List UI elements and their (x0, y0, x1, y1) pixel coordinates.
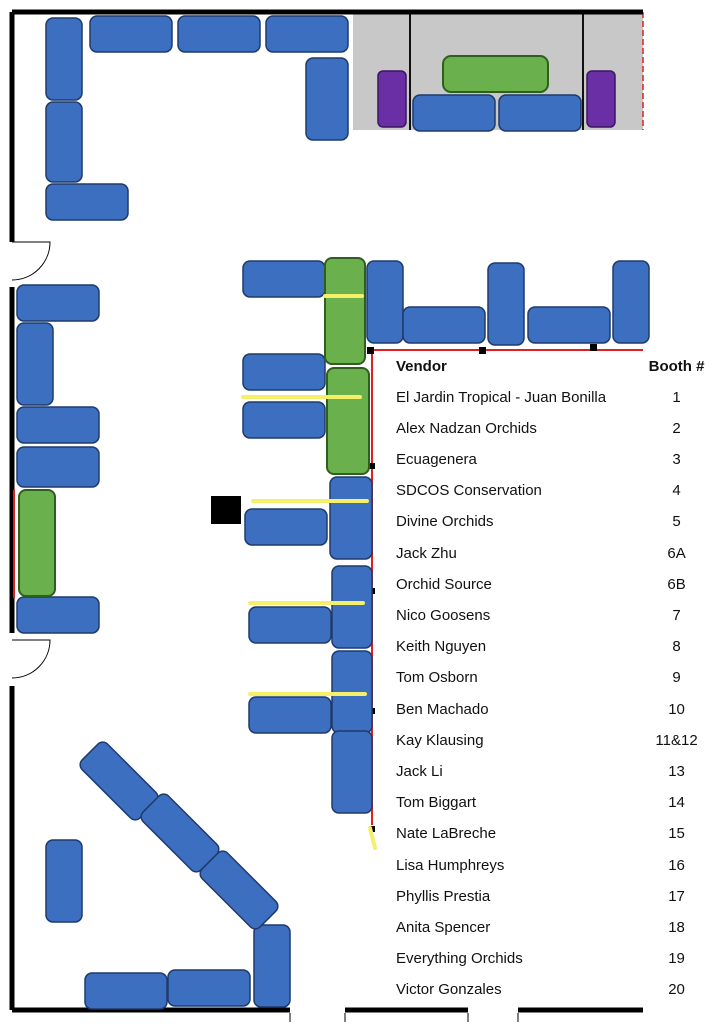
legend-row: SDCOS Conservation 4 (396, 477, 711, 505)
booth-number: 4 (672, 482, 681, 500)
podiums (377, 70, 616, 128)
booth-number: 11&12 (655, 731, 698, 749)
booth-number: 6A (667, 544, 686, 562)
booth-number: 9 (672, 669, 681, 687)
feature-tables (18, 55, 549, 597)
legend-row: El Jardin Tropical - Juan Bonilla 1 (396, 383, 711, 411)
vendor-name: Divine Orchids (396, 513, 494, 531)
vendor-name: Jack Zhu (396, 544, 457, 562)
legend-row: Ecuagenera 3 (396, 445, 711, 473)
vendor-name: Phyllis Prestia (396, 887, 491, 905)
pillar (211, 496, 241, 524)
legend-row: Ben Machado 10 (396, 695, 711, 723)
booth-number: 7 (672, 606, 681, 624)
vendor-name: Victor Gonzales (396, 981, 502, 999)
legend-row: Tom Biggart 14 (396, 789, 711, 817)
legend-row: Nico Goosens 7 (396, 601, 711, 629)
booth-number: 17 (668, 887, 685, 905)
legend-row: Nate LaBreche 15 (396, 820, 711, 848)
vendor-name: Tom Biggart (396, 794, 477, 812)
booth-number: 8 (672, 638, 681, 656)
vendor-name: Kay Klausing (396, 731, 484, 749)
legend-row: Divine Orchids 5 (396, 508, 711, 536)
vendor-name: Anita Spencer (396, 918, 491, 936)
booth-number: 14 (668, 794, 685, 812)
legend-row: Kay Klausing 11&12 (396, 726, 711, 754)
legend-row: Jack Zhu 6A (396, 539, 711, 567)
booth-column-header: Booth # (648, 357, 705, 375)
vendor-name: Nate LaBreche (396, 825, 497, 843)
legend-row: Everything Orchids 19 (396, 945, 711, 973)
booth-number: 2 (672, 419, 681, 437)
vendor-name: Orchid Source (396, 575, 492, 593)
vendor-name: Keith Nguyen (396, 638, 487, 656)
door-swing (11, 639, 51, 679)
legend-header: Vendor Booth # (396, 352, 711, 380)
door-swing (11, 241, 51, 281)
legend-row: Alex Nadzan Orchids 2 (396, 414, 711, 442)
vendor-name: Ecuagenera (396, 450, 477, 468)
legend-row: Jack Li 13 (396, 757, 711, 785)
vendor-name: Alex Nadzan Orchids (396, 419, 537, 437)
legend-row: Phyllis Prestia 17 (396, 882, 711, 910)
vendor-name: Jack Li (396, 762, 443, 780)
vendor-name: SDCOS Conservation (396, 482, 542, 500)
booth-number: 19 (668, 950, 685, 968)
booth-number: 3 (672, 450, 681, 468)
booth-number: 6B (667, 575, 686, 593)
legend-row: Tom Osborn 9 (396, 664, 711, 692)
vendor-name: Ben Machado (396, 700, 489, 718)
booth-number: 10 (668, 700, 685, 718)
vendor-tables (16, 15, 650, 1010)
booth-number: 16 (668, 856, 685, 874)
vendor-name: Everything Orchids (396, 950, 523, 968)
booth-number: 5 (672, 513, 681, 531)
legend-row: Keith Nguyen 8 (396, 633, 711, 661)
booth-number: 13 (668, 762, 685, 780)
aisle-dividers (241, 294, 377, 850)
legend-row: Victor Gonzales 20 (396, 976, 711, 1004)
vendor-name: Tom Osborn (396, 669, 478, 687)
legend-row: Lisa Humphreys 16 (396, 851, 711, 879)
legend-row: Anita Spencer 18 (396, 913, 711, 941)
booth-number: 15 (668, 825, 685, 843)
vendor-name: Nico Goosens (396, 606, 491, 624)
vendor-name: El Jardin Tropical - Juan Bonilla (396, 388, 607, 406)
legend-row: Orchid Source 6B (396, 570, 711, 598)
booth-number: 1 (672, 388, 681, 406)
booth-number: 20 (668, 981, 685, 999)
vendor-column-header: Vendor (396, 357, 447, 375)
vendor-name: Lisa Humphreys (396, 856, 505, 874)
booth-number: 18 (668, 918, 685, 936)
walls (9, 9, 643, 1013)
exit-marks (289, 1013, 519, 1022)
